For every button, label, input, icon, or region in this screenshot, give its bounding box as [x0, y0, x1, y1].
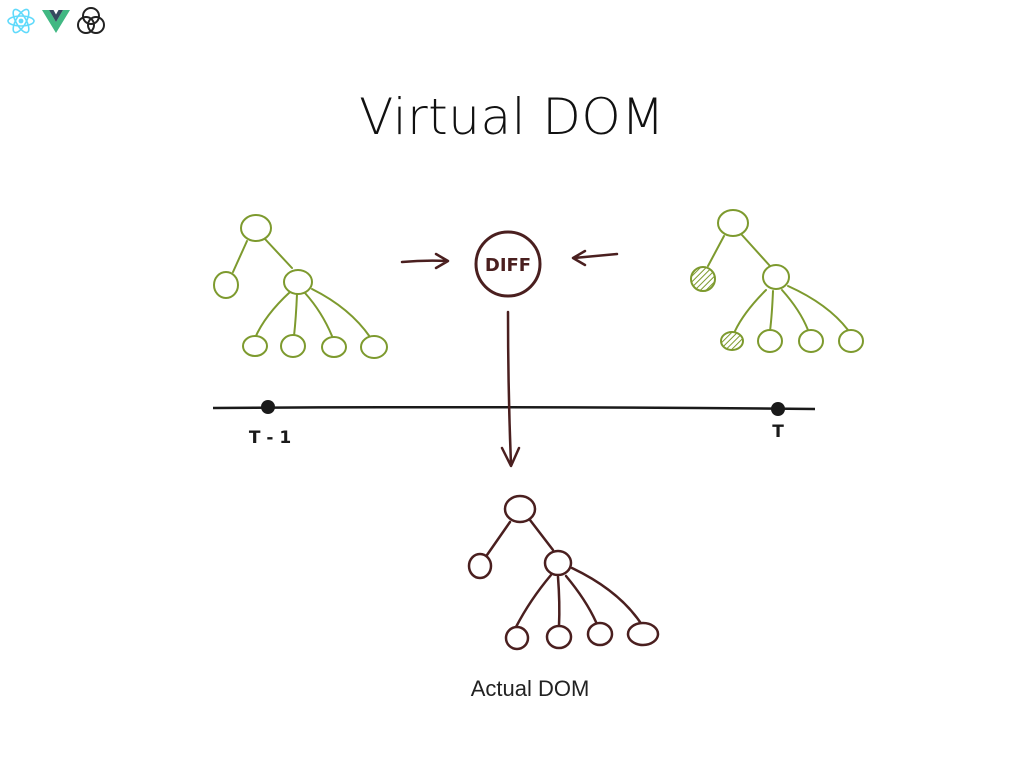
timeline-left-label: T - 1	[249, 428, 291, 448]
actual-dom-caption: Actual DOM	[470, 676, 590, 701]
tree-node	[240, 214, 272, 242]
tree-node	[717, 209, 749, 237]
tree-node	[757, 329, 783, 353]
tree-node	[280, 334, 306, 358]
slide-title: Virtual DOM	[359, 88, 665, 146]
timeline: T - 1 T	[212, 400, 816, 448]
tree-node	[213, 271, 239, 299]
changed-tree-node	[720, 331, 744, 351]
timeline-right-label: T	[772, 422, 784, 442]
current-virtual-tree	[690, 209, 864, 353]
tree-node	[798, 329, 824, 353]
tree-node	[242, 335, 268, 357]
diff-node: DIFF	[474, 230, 542, 298]
tree-node	[838, 329, 864, 353]
actual-dom-tree	[467, 494, 660, 651]
down-arrow-icon	[500, 310, 521, 468]
arrows-to-diff	[400, 249, 619, 270]
tree-node	[504, 625, 530, 651]
tree-node	[762, 264, 790, 290]
tree-node	[545, 624, 573, 650]
tree-node	[586, 621, 614, 647]
previous-virtual-tree	[213, 214, 388, 359]
tree-node	[321, 336, 347, 358]
tree-node	[503, 494, 537, 524]
diff-label: DIFF	[485, 255, 531, 276]
logo-bar	[6, 6, 106, 36]
tree-node	[360, 335, 388, 359]
tree-node	[283, 269, 313, 295]
venn-icon	[77, 7, 105, 34]
react-icon	[7, 8, 35, 34]
tree-node	[626, 621, 660, 647]
right-arrow-icon	[400, 252, 450, 270]
tree-node	[467, 552, 493, 580]
timeline-marker	[771, 402, 785, 416]
tree-node	[543, 549, 573, 577]
timeline-marker	[261, 400, 275, 414]
vue-icon	[42, 10, 70, 33]
changed-tree-node	[690, 266, 716, 292]
left-arrow-icon	[571, 249, 619, 267]
